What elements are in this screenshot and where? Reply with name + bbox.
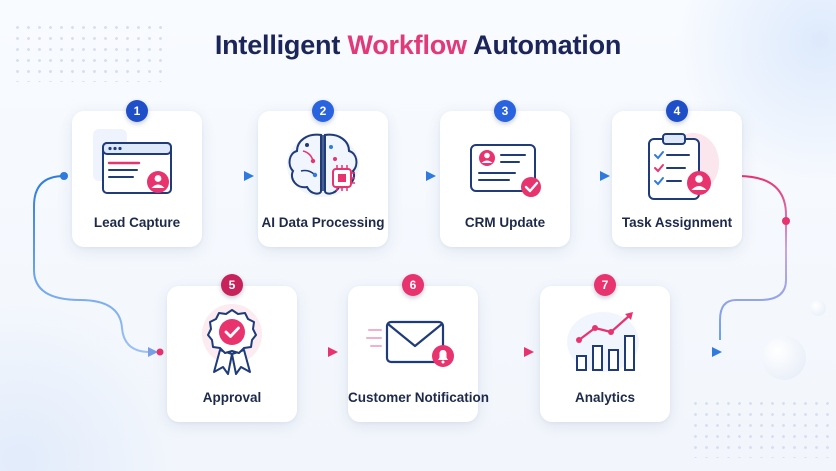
page-title: Intelligent Workflow Automation xyxy=(0,30,836,61)
step-number-badge: 3 xyxy=(494,100,516,122)
connector-3-4 xyxy=(568,171,610,181)
step-label: Customer Notification xyxy=(348,390,490,405)
step-card-task-assignment[interactable]: Task Assignment xyxy=(612,111,742,247)
connector-2-3 xyxy=(388,171,436,181)
connector-5-6 xyxy=(296,347,338,357)
profile-card-check-icon xyxy=(470,144,541,197)
decorative-bubble xyxy=(810,300,826,316)
decorative-bubble xyxy=(762,336,806,380)
connector-7-out xyxy=(670,347,722,357)
step-card-crm-update[interactable]: CRM Update xyxy=(440,111,570,247)
step-number-badge: 5 xyxy=(221,274,243,296)
title-part-3: Automation xyxy=(473,30,622,60)
connector-1-to-5 xyxy=(33,172,164,357)
step-number-badge: 2 xyxy=(312,100,334,122)
step-card-analytics[interactable]: Analytics xyxy=(540,286,670,422)
step-label: Approval xyxy=(202,390,262,405)
step-label: Analytics xyxy=(574,390,636,405)
step-number-badge: 6 xyxy=(402,274,424,296)
step-label: CRM Update xyxy=(464,215,546,230)
approval-badge-icon xyxy=(202,304,262,375)
step-card-approval[interactable]: Approval xyxy=(167,286,297,422)
clipboard-checklist-icon xyxy=(648,133,719,200)
step-card-lead-capture[interactable]: Lead Capture xyxy=(72,111,202,247)
browser-user-icon xyxy=(93,129,172,194)
decorative-dot-grid xyxy=(12,22,162,82)
step-label: AI Data Processing xyxy=(261,215,385,230)
step-number-badge: 7 xyxy=(594,274,616,296)
envelope-bell-icon xyxy=(366,320,454,367)
title-part-1: Intelligent xyxy=(214,30,341,60)
connector-1-2 xyxy=(202,171,254,181)
step-label: Lead Capture xyxy=(93,215,181,230)
step-label: Task Assignment xyxy=(621,215,733,230)
title-part-2: Workflow xyxy=(347,30,467,60)
decorative-dot-grid xyxy=(690,398,836,458)
step-number-badge: 4 xyxy=(666,100,688,122)
step-number-badge: 1 xyxy=(126,100,148,122)
step-card-ai-data-processing[interactable]: AI Data Processing xyxy=(258,111,388,247)
bar-chart-trend-icon xyxy=(567,312,639,372)
ai-brain-chip-icon xyxy=(287,133,359,197)
step-card-customer-notification[interactable]: Customer Notification xyxy=(348,286,490,422)
connector-6-7 xyxy=(478,347,534,357)
